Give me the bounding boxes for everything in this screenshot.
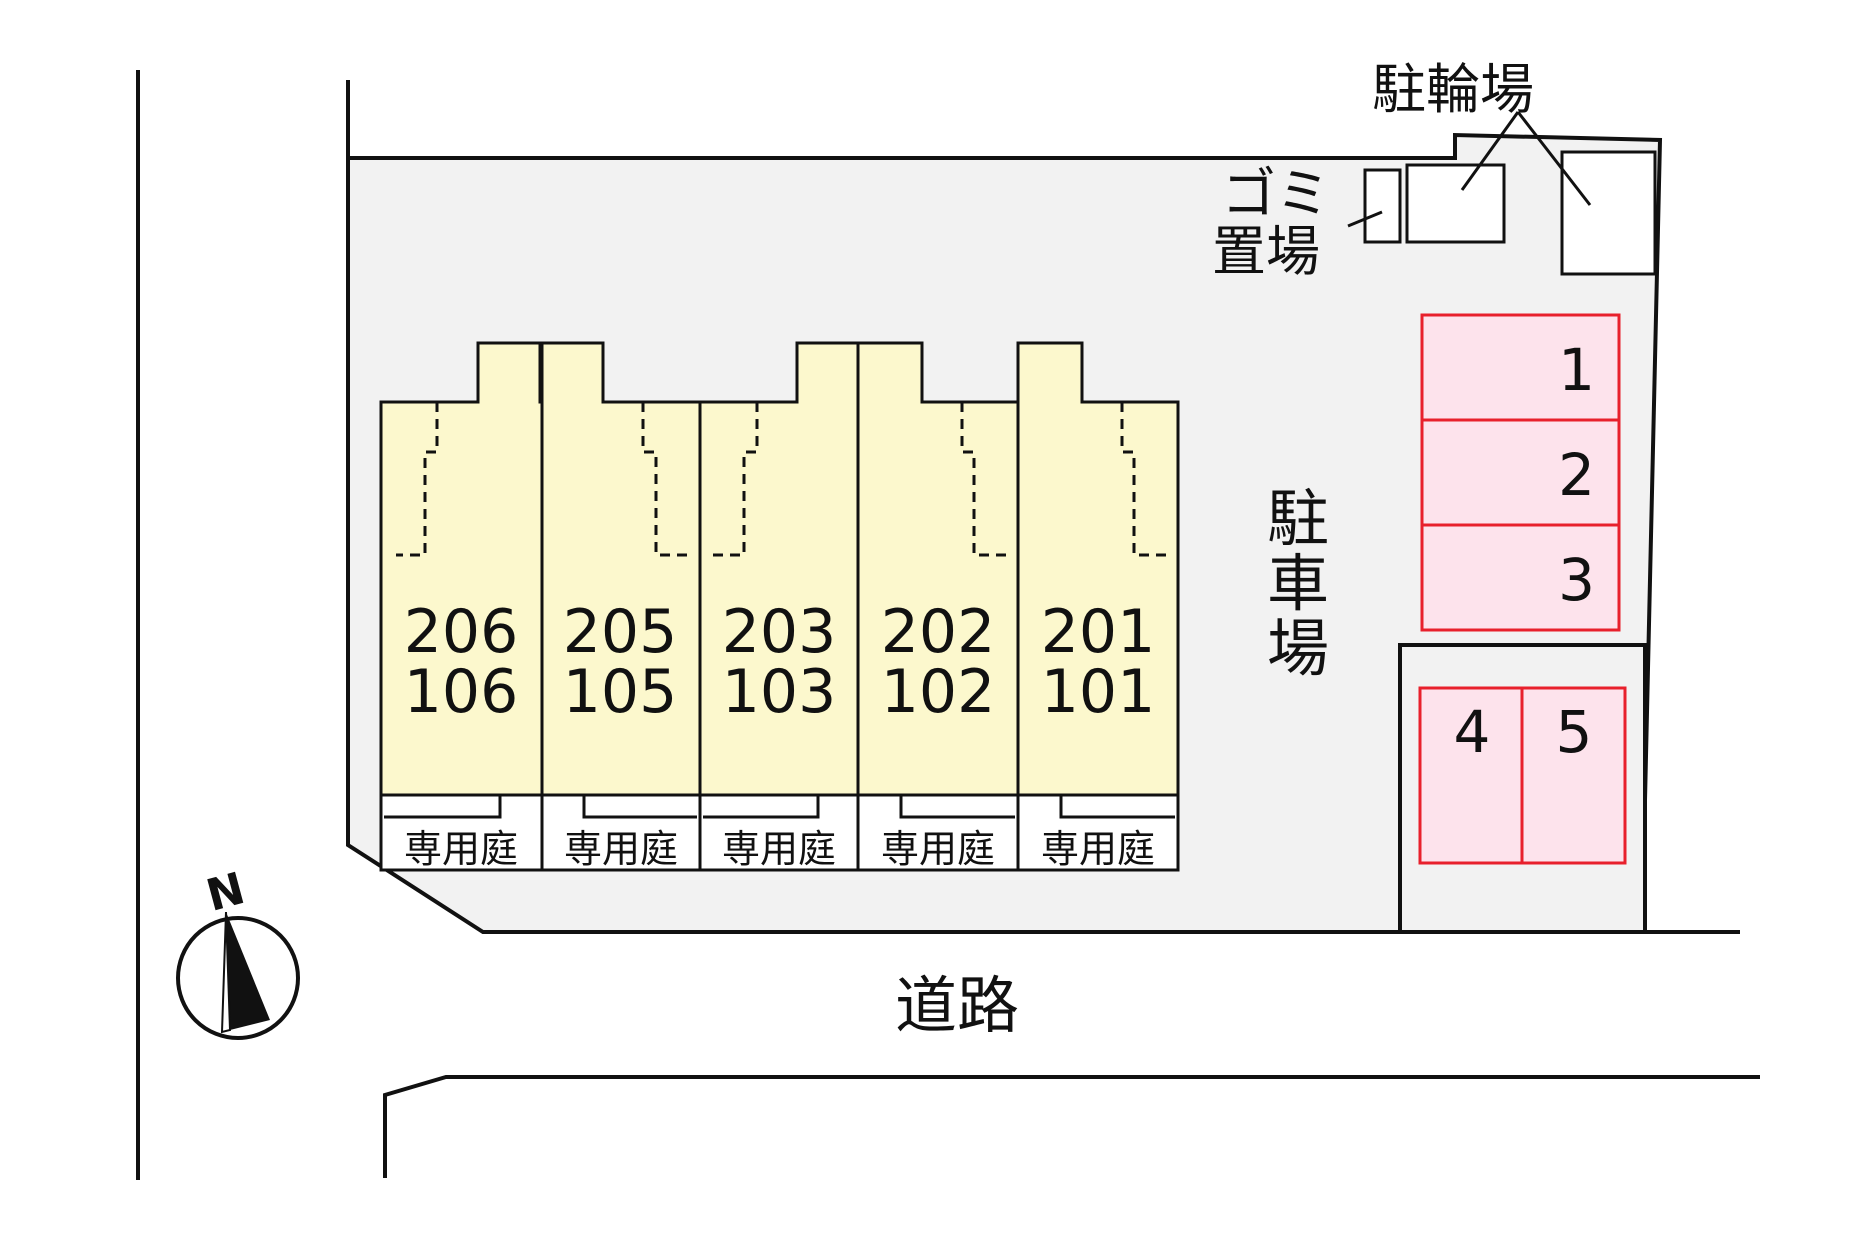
parking-space-1-number: 1 [1558,336,1595,404]
stair-dashed-line [1120,402,1168,557]
stair-dashed-line [641,402,690,557]
building: 206 106 専用庭 205 105 専用庭 203 103 専用庭 [379,341,1180,872]
private-garden-box [698,793,860,872]
parking-label-char-3: 場 [1267,612,1329,685]
private-garden-box [379,793,544,872]
parking-space-3-number: 3 [1558,546,1595,614]
bicycle-parking-a [1405,163,1506,244]
unit-outline [698,341,860,797]
unit-lower-number: 101 [1041,657,1156,727]
unit-lower-number: 105 [563,657,678,727]
stair-dashed-line [960,402,1008,557]
unit-outline [379,341,544,797]
parking-spaces-lower: 4 5 [1418,686,1627,865]
parking-space-1 [1420,313,1621,422]
parking-label-char-2: 車 [1267,547,1329,620]
private-garden-label: 専用庭 [1041,827,1155,871]
garden-fence [1059,795,1175,819]
garden-fence [703,795,820,819]
unit-outline [540,341,702,797]
unit-lower-number: 106 [404,657,519,727]
road-label: 道路 [895,969,1019,1042]
bicycle-pointer-a [1460,111,1520,191]
garbage-area [1363,168,1402,244]
unit-lower-number: 103 [722,657,837,727]
garbage-label-line1: ゴミ [1222,162,1330,225]
private-garden-label: 専用庭 [881,827,995,871]
bicycle-parking-b [1560,150,1657,276]
parking-space-4-number: 4 [1454,698,1491,766]
unit-upper-number: 206 [404,597,519,667]
private-garden-label: 専用庭 [404,827,518,871]
north-arrow-outline [220,911,232,1034]
parking-space-5 [1520,686,1627,865]
garden-fence [384,795,502,819]
unit-203-103: 203 103 専用庭 [698,341,860,872]
unit-outline [856,341,1020,797]
unit-202-102: 202 102 専用庭 [856,341,1020,872]
unit-upper-number: 203 [722,597,837,667]
garden-fence [899,795,1015,819]
unit-lower-number: 102 [881,657,996,727]
parking-space-5-number: 5 [1556,698,1593,766]
parking-space-2-number: 2 [1558,441,1595,509]
compass: N [176,863,300,1040]
private-garden-box [1016,793,1180,872]
unit-206-106: 206 106 専用庭 [379,341,544,872]
unit-201-101: 201 101 専用庭 [1016,341,1180,872]
private-garden-label: 専用庭 [564,827,678,871]
unit-upper-number: 202 [881,597,996,667]
private-garden-box [856,793,1020,872]
unit-upper-number: 201 [1041,597,1156,667]
garbage-pointer [1347,210,1383,228]
parking-label: 駐 車 場 [1267,482,1329,685]
parking-space-3 [1420,523,1621,632]
bicycle-parking-label: 駐輪場 [1372,58,1534,121]
parking-spaces-upper: 1 2 3 [1420,313,1621,632]
unit-outline [1016,341,1180,797]
compass-north-label: N [201,863,250,922]
parking-space-4 [1418,686,1524,865]
parking-space-2 [1420,418,1621,527]
stair-dashed-line [712,402,759,557]
bicycle-pointer-b [1516,111,1592,206]
private-garden-label: 専用庭 [722,827,836,871]
north-arrow-icon [226,912,270,1030]
stair-dashed-line [396,402,439,557]
parking-label-char-1: 駐 [1267,482,1329,555]
unit-upper-number: 205 [563,597,678,667]
unit-205-105: 205 105 専用庭 [540,341,702,872]
road-lower-edge [383,1075,1760,1178]
garden-fence [582,795,697,819]
garbage-label-line2: 置場 [1212,220,1320,283]
